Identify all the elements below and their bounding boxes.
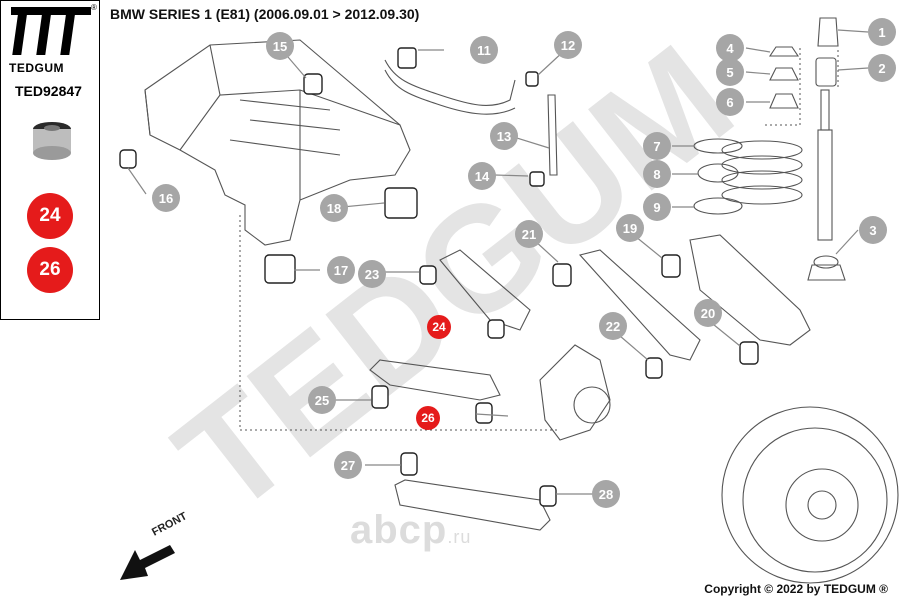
callout-1: 1 [868,18,896,46]
callout-14: 14 [468,162,496,190]
brand-panel: ® TEDGUM TED92847 24 26 [0,0,100,320]
callout-17: 17 [327,256,355,284]
wheel [721,406,899,584]
highlight-badge-26: 26 [27,247,73,293]
callout-11: 11 [470,36,498,64]
upper-arm-1 [439,249,531,331]
brand-name: TEDGUM [9,61,64,75]
callout-26: 26 [416,406,440,430]
copyright-notice: Copyright © 2022 by TEDGUM ® [704,582,888,596]
bushing-23 [419,265,437,285]
callout-23: 23 [358,260,386,288]
coil-spring [721,140,803,205]
callout-22: 22 [599,312,627,340]
bushing-17 [264,254,296,284]
bushing-18 [384,187,418,219]
part-number: TED92847 [15,83,82,99]
callout-20: 20 [694,299,722,327]
callout-5: 5 [716,58,744,86]
callout-9: 9 [643,193,671,221]
lower-arm [369,359,501,401]
callout-19: 19 [616,214,644,242]
tedgum-logo [11,7,91,55]
bushing-11 [397,47,417,69]
trailing-arm [689,234,811,346]
bushing-26 [475,402,493,424]
stabilizer-link [547,94,558,176]
bushing-25 [371,385,389,409]
bushing-12 [525,71,539,87]
callout-15: 15 [266,32,294,60]
registered-mark: ® [91,3,97,12]
front-arrow [120,545,175,580]
bottom-arm [394,479,551,531]
callout-21: 21 [515,220,543,248]
callout-27: 27 [334,451,362,479]
watermark-site: abcp.ru [350,508,472,552]
bushing-product-image [33,122,71,160]
bushing-19 [661,254,681,278]
callout-25: 25 [308,386,336,414]
callout-2: 2 [868,54,896,82]
callout-4: 4 [716,34,744,62]
bushing-22 [645,357,663,379]
bushing-20 [739,341,759,365]
shock-absorber-body [817,129,833,241]
shock-mount [807,264,846,281]
upper-arm-2 [578,249,701,361]
vehicle-title: BMW SERIES 1 (E81) (2006.09.01 > 2012.09… [110,6,420,22]
callout-24: 24 [427,315,451,339]
callout-7: 7 [643,132,671,160]
bushing-16 [119,149,137,169]
stabilizer-bar [384,59,516,115]
callout-18: 18 [320,194,348,222]
bushing-27 [400,452,418,476]
subframe [144,39,411,246]
watermark-diagonal: TEDGUM [146,13,762,546]
bushing-14 [529,171,545,187]
callout-6: 6 [716,88,744,116]
callout-28: 28 [592,480,620,508]
wheel-knuckle [539,344,611,441]
callout-12: 12 [554,31,582,59]
bushing-21 [552,263,572,287]
callout-8: 8 [643,160,671,188]
bushing-15 [303,73,323,95]
bushing-24 [487,319,505,339]
callout-16: 16 [152,184,180,212]
bushing-28 [539,485,557,507]
callout-3: 3 [859,216,887,244]
callout-13: 13 [490,122,518,150]
highlight-badge-24: 24 [27,193,73,239]
